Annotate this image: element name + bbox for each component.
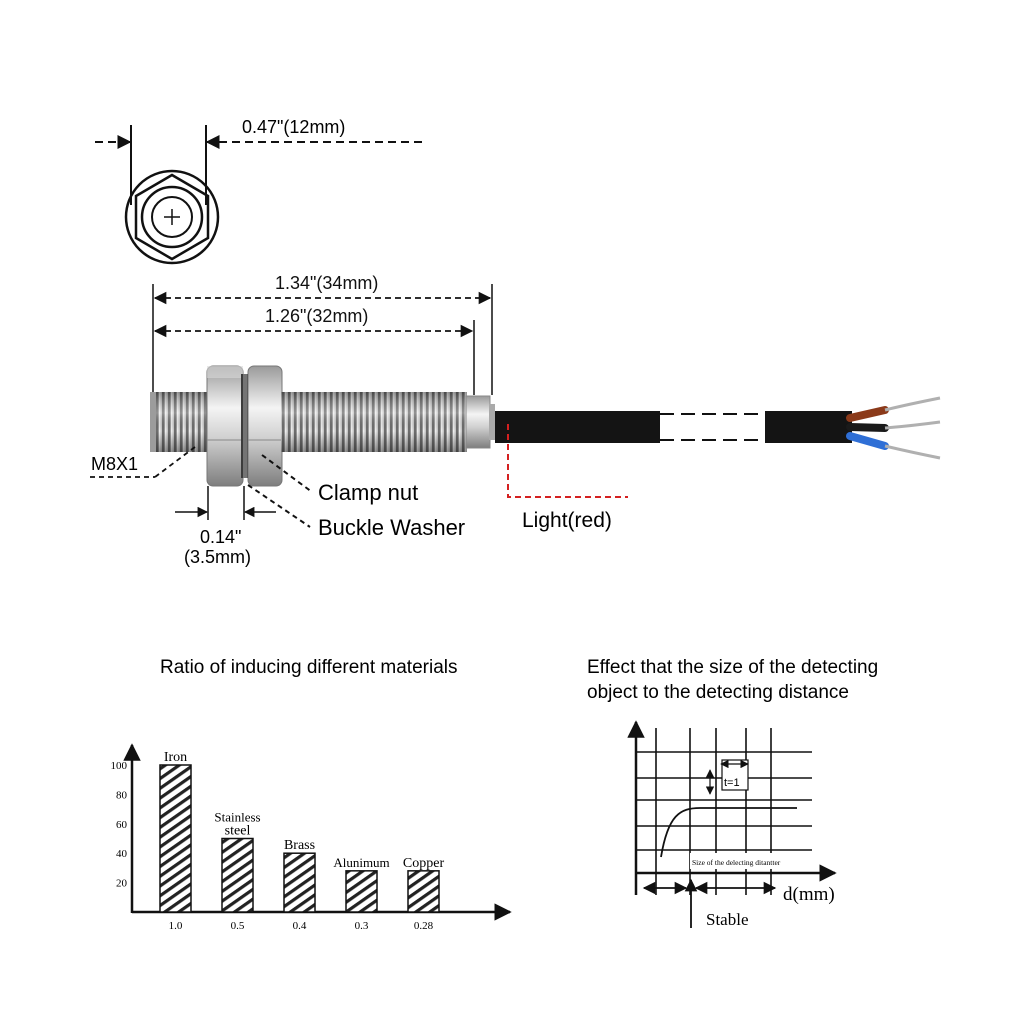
bar-stainless-steel (221, 837, 254, 913)
distance-curve (660, 807, 797, 858)
bar-category-label: Alunimum (333, 855, 389, 870)
sensor-body (150, 365, 503, 487)
cable-segment-2 (765, 411, 852, 443)
bar-series (159, 764, 440, 913)
wire-black (846, 423, 889, 432)
line-chart-title-2: object to the detecting distance (587, 682, 849, 703)
part-callouts: Clamp nut Buckle Washer (247, 454, 465, 540)
bar-x-ticks: 1.0 0.5 0.4 0.3 0.28 (169, 920, 434, 932)
clamp-nut-right (247, 365, 283, 487)
y-tick-label: 20 (116, 878, 128, 890)
clamp-nut-left (206, 365, 244, 487)
y-tick-label: 60 (116, 819, 128, 831)
wire-blue (846, 432, 889, 450)
x-axis-label: d(mm) (783, 884, 835, 905)
clamp-nut-label: Clamp nut (318, 480, 418, 505)
bar-category-label: Iron (164, 750, 187, 765)
y-tick-label: 80 (116, 789, 128, 801)
head-diameter-label: 0.47"(12mm) (242, 117, 345, 137)
x-tick-label: 0.4 (293, 920, 307, 932)
thread-length-label: 1.26"(32mm) (265, 306, 368, 326)
strand-3 (884, 444, 941, 460)
bar-copper (407, 870, 440, 913)
sensor-cap (465, 395, 491, 449)
bar-category-label: steel (225, 824, 251, 839)
material-ratio-chart: Ratio of inducing different materials 20… (111, 657, 512, 932)
bar-alunimum (345, 870, 378, 913)
cable-segment-1 (495, 411, 660, 443)
y-tick-label: 100 (111, 760, 128, 772)
buckle-washer-label: Buckle Washer (318, 515, 465, 540)
x-tick-label: 0.28 (414, 920, 434, 932)
x-tick-label: 0.5 (231, 920, 245, 932)
light-label: Light(red) (522, 509, 612, 532)
bar-category-label: Copper (403, 856, 445, 871)
x-tick-label: 0.3 (355, 920, 369, 932)
side-view-dimensions: 1.34"(34mm) 1.26"(32mm) (152, 273, 493, 395)
outer-ring (124, 169, 220, 265)
light-callout: Light(red) (507, 424, 628, 532)
total-length-label: 1.34"(34mm) (275, 273, 378, 293)
cable (495, 396, 941, 460)
stable-label: Stable (706, 910, 749, 929)
thread-callout: M8X1 (90, 446, 196, 478)
nut-width-callout: 0.14" (3.5mm) (175, 486, 276, 567)
grid-lines (636, 728, 812, 895)
detection-distance-chart: Effect that the size of the detecting ob… (587, 657, 878, 929)
line-chart-title-1: Effect that the size of the detecting (587, 657, 878, 678)
bar-y-ticks: 20 40 60 80 100 (111, 760, 128, 890)
end-view: 0.47"(12mm) (95, 117, 425, 265)
nut-width-in: 0.14" (200, 527, 241, 547)
hex-outline (134, 173, 210, 261)
nut-width-mm: (3.5mm) (184, 547, 251, 567)
bar-brass (283, 852, 316, 913)
curve-annotation: Size of the delecting ditantter (692, 858, 781, 867)
bar-iron (159, 764, 192, 913)
y-tick-label: 40 (116, 848, 128, 860)
bar-chart-title: Ratio of inducing different materials (160, 657, 457, 678)
thread-spec-label: M8X1 (91, 454, 138, 474)
wire-brown (846, 406, 889, 422)
bar-category-label: Brass (284, 838, 315, 853)
x-tick-label: 1.0 (169, 920, 183, 932)
strand-2 (884, 420, 941, 430)
bar-category-label: Stainless (214, 810, 260, 825)
thickness-box-label: t=1 (724, 777, 740, 789)
strand-1 (884, 396, 941, 412)
